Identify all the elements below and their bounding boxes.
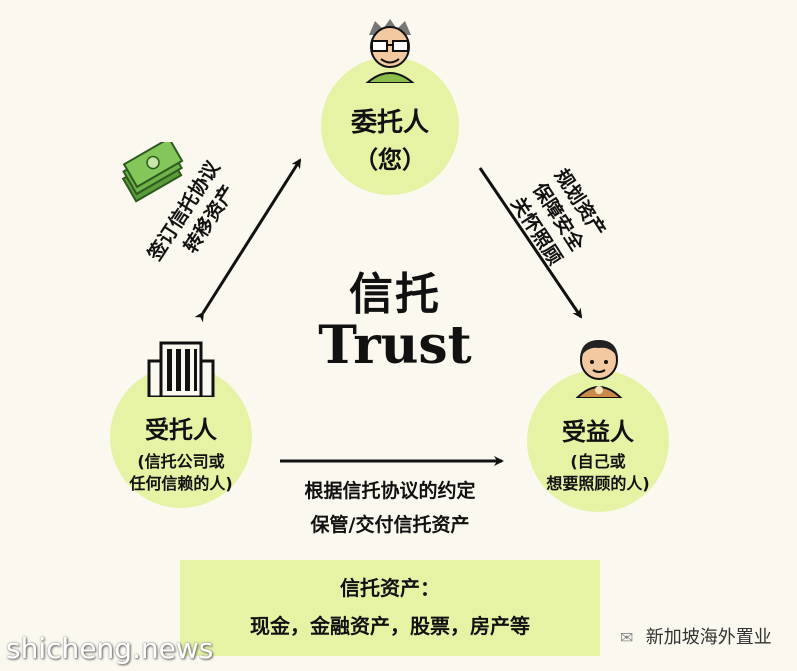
bottom-edge-line2: 保管/交付信托资产 — [310, 514, 470, 536]
beneficiary-title: 受益人 — [562, 418, 634, 446]
settlor-title: 委托人 — [350, 108, 429, 138]
left-double-arrow — [194, 158, 302, 323]
right-arrow — [478, 167, 583, 319]
money-icon — [121, 142, 184, 203]
trustee-subtitle-line2: 任何信赖的人) — [129, 474, 233, 493]
center-title-cn: 信托 — [349, 269, 441, 320]
trustee-subtitle-line1: (信托公司或 — [137, 452, 225, 471]
assets-title: 信托资产： — [340, 576, 440, 600]
wechat-account-watermark: ✉ 新加坡海外置业 — [620, 623, 772, 649]
wechat-account-name: 新加坡海外置业 — [645, 627, 772, 648]
assets-items: 现金，金融资产，股票，房产等 — [250, 614, 530, 638]
beneficiary-subtitle-line1: (自己或 — [570, 452, 626, 471]
building-icon — [147, 341, 215, 397]
grandpa-icon — [365, 19, 415, 83]
bottom-edge-line1: 根据信托协议的约定 — [304, 480, 476, 502]
child-icon — [575, 340, 623, 398]
trust-assets-box: 信托资产： 现金，金融资产，股票，房产等 — [180, 560, 600, 656]
settlor-subtitle: （您） — [354, 146, 426, 174]
wechat-icon: ✉ — [620, 628, 634, 647]
trustee-title: 受托人 — [145, 416, 217, 444]
site-watermark: shicheng.news — [6, 632, 214, 665]
center-title-en: Trust — [318, 315, 472, 376]
beneficiary-subtitle-line2: 想要照顾的人) — [546, 474, 650, 493]
